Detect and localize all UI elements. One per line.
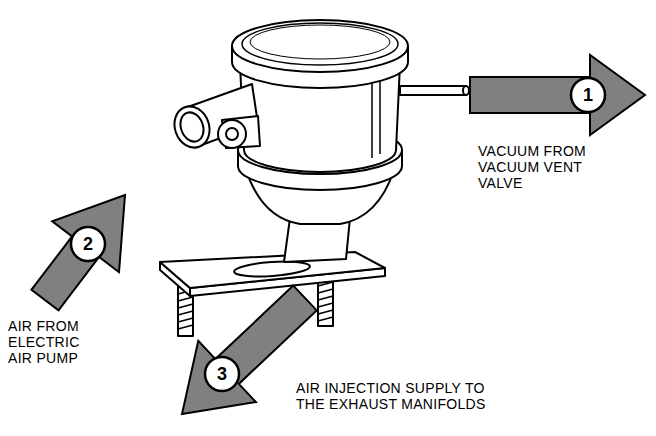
note-label: AIR INJECTION SUPPLY TO THE EXHAUST MANI… [296, 380, 501, 412]
callout-circle [571, 78, 605, 112]
flange [160, 252, 385, 288]
callout-number: 2 [73, 234, 103, 254]
flow-arrow [32, 195, 126, 310]
vacuum-nipple [400, 86, 466, 95]
mounting-ear [218, 120, 246, 148]
inlet-pipe [169, 101, 215, 152]
callout-circle [71, 227, 105, 261]
callout-number: 1 [573, 85, 603, 105]
note-label: AIR FROM ELECTRIC AIR PUMP [8, 318, 103, 366]
callout-circle [205, 357, 239, 391]
callout-number: 3 [207, 364, 237, 384]
valve-cap [232, 20, 408, 72]
flow-arrow [470, 55, 645, 135]
note-label: VACUUM FROM VACUUM VENT VALVE [478, 143, 603, 191]
